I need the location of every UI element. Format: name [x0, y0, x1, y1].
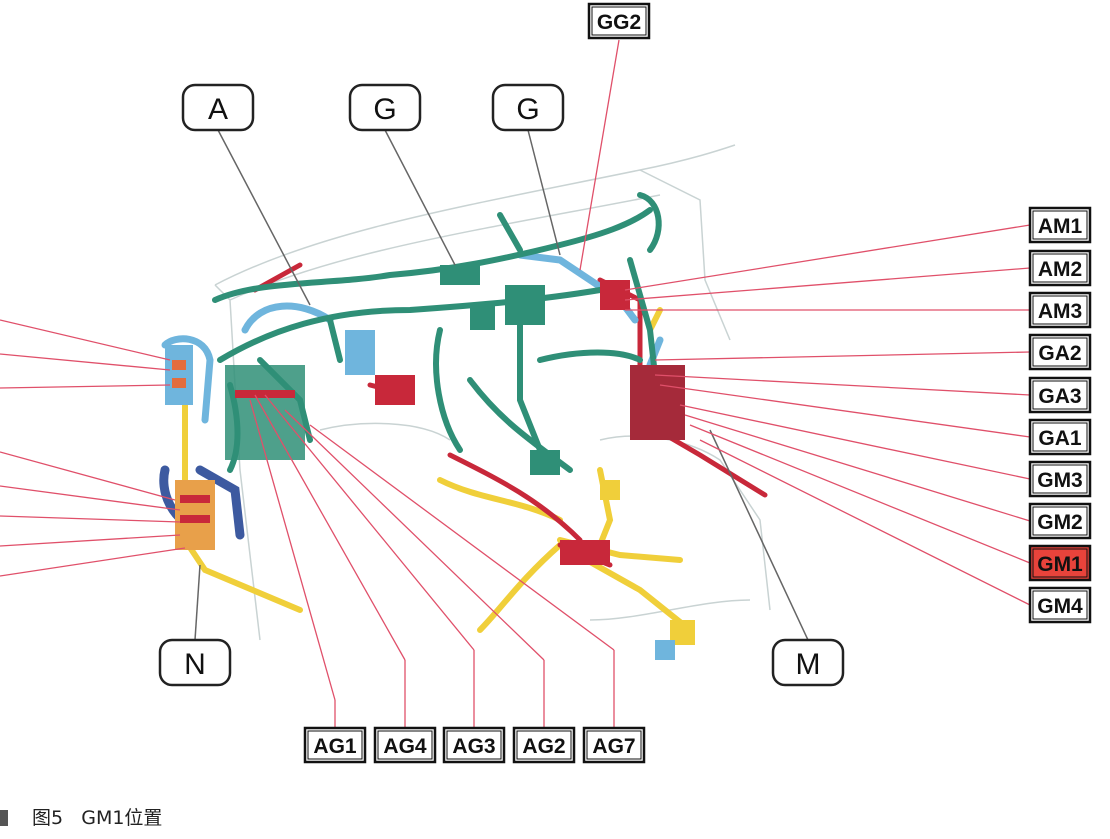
connector-label-am3: AM3	[1028, 291, 1092, 329]
svg-text:GA2: GA2	[1038, 342, 1081, 365]
connector-label-gm1-highlighted: GM1	[1028, 544, 1092, 582]
svg-text:GA1: GA1	[1038, 427, 1082, 450]
connector-label-am1: AM1	[1028, 206, 1092, 244]
svg-text:GG2: GG2	[597, 11, 641, 34]
svg-text:G: G	[373, 93, 396, 126]
connector-label-ag4: AG4	[373, 726, 437, 764]
connector-label-gm3: GM3	[1028, 460, 1092, 498]
connector-label-ag2: AG2	[512, 726, 576, 764]
connector-label-am2: AM2	[1028, 249, 1092, 287]
svg-text:AG1: AG1	[313, 735, 357, 758]
svg-text:GA3: GA3	[1038, 385, 1081, 408]
svg-text:AG7: AG7	[592, 735, 635, 758]
assembly-label-m: M	[771, 638, 845, 687]
connector-label-ag7: AG7	[582, 726, 646, 764]
svg-text:AM2: AM2	[1038, 258, 1082, 281]
connector-label-gm2: GM2	[1028, 502, 1092, 540]
svg-text:AG4: AG4	[383, 735, 427, 758]
svg-text:G: G	[516, 93, 539, 126]
connector-label-ga3: GA3	[1028, 376, 1092, 414]
svg-text:GM3: GM3	[1037, 469, 1083, 492]
connector-label-ga2: GA2	[1028, 333, 1092, 371]
svg-text:AM3: AM3	[1038, 300, 1082, 323]
assembly-label-n: N	[158, 638, 232, 687]
figure-caption: 图5 GM1位置	[0, 803, 162, 830]
connector-label-ga1: GA1	[1028, 418, 1092, 456]
connector-label-gg2: GG2	[587, 2, 651, 40]
assembly-label-g-left: G	[348, 83, 422, 132]
figure-title: GM1位置	[81, 807, 163, 829]
connector-leader-lines	[0, 39, 1031, 728]
assembly-label-a: A	[181, 83, 255, 132]
svg-text:AG3: AG3	[452, 735, 495, 758]
assembly-leader-lines	[194, 129, 809, 641]
svg-text:N: N	[184, 648, 206, 681]
connector-label-ag1: AG1	[303, 726, 367, 764]
assembly-label-g-right: G	[491, 83, 565, 132]
svg-text:AM1: AM1	[1038, 215, 1083, 238]
svg-text:M: M	[796, 648, 821, 681]
svg-text:GM4: GM4	[1037, 595, 1083, 618]
svg-text:GM1: GM1	[1037, 553, 1083, 576]
connector-label-gm4: GM4	[1028, 586, 1092, 624]
svg-text:AG2: AG2	[522, 735, 565, 758]
svg-text:GM2: GM2	[1037, 511, 1083, 534]
caption-marker	[0, 810, 8, 826]
figure-number: 图5	[32, 807, 64, 829]
connector-label-ag3: AG3	[442, 726, 506, 764]
svg-text:A: A	[208, 93, 228, 126]
